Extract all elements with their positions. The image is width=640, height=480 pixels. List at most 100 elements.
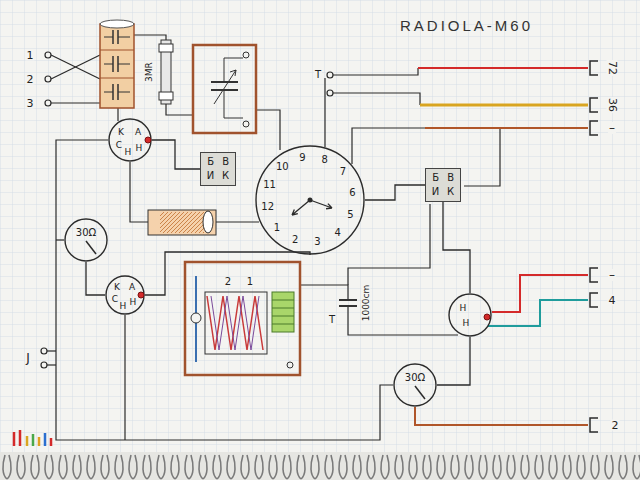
variable-capacitor bbox=[243, 121, 249, 127]
wire bbox=[51, 55, 100, 79]
wire bbox=[47, 364, 56, 365]
socket-pin-letter: C bbox=[116, 141, 122, 150]
wire bbox=[134, 35, 166, 40]
colored-lead bbox=[488, 300, 588, 326]
plug bbox=[590, 61, 598, 75]
terminal bbox=[41, 52, 333, 368]
wire-connection bbox=[443, 202, 470, 293]
colored-lead bbox=[415, 407, 588, 425]
terminal bbox=[327, 72, 333, 78]
switch-position-number: 12 bbox=[261, 202, 274, 212]
tube-socket-outline bbox=[109, 119, 151, 161]
wire bbox=[130, 162, 148, 222]
coil-assembly bbox=[272, 292, 294, 332]
variable-capacitor bbox=[224, 58, 243, 118]
callout-label: 72 bbox=[607, 60, 618, 76]
wire bbox=[124, 315, 125, 440]
color-test-marks bbox=[19, 430, 22, 446]
connector-pin-letter: В bbox=[447, 172, 454, 184]
tube-socket: KACHH bbox=[108, 118, 152, 162]
switch-position-number: 1 bbox=[274, 223, 280, 233]
plug bbox=[590, 61, 598, 432]
connector-block: БВИК bbox=[425, 168, 461, 202]
wire bbox=[348, 204, 430, 285]
diagram-title: RADIOLA-M60 bbox=[400, 18, 533, 33]
callout-label: – bbox=[608, 122, 616, 134]
switch-pointer bbox=[310, 200, 332, 209]
color-test-marks bbox=[44, 433, 47, 446]
connector-pin-letter: В bbox=[222, 156, 229, 168]
switch-position-number: 6 bbox=[349, 188, 355, 198]
plug bbox=[590, 268, 598, 282]
callout-label: 4 bbox=[608, 295, 617, 306]
tuning-coil bbox=[148, 210, 216, 235]
coil-stack bbox=[104, 37, 130, 92]
spiral-binding bbox=[0, 452, 640, 480]
callout-label: 1 bbox=[246, 277, 254, 287]
callout-label: 1000cm bbox=[362, 284, 371, 323]
wire-connection bbox=[365, 185, 425, 200]
switch-position-number: 3 bbox=[314, 237, 320, 247]
wire-connection bbox=[145, 252, 310, 295]
callout-label: – bbox=[608, 269, 616, 281]
terminal bbox=[41, 362, 47, 368]
wire bbox=[51, 102, 100, 103]
coil-assembly bbox=[205, 292, 267, 354]
wire bbox=[56, 239, 64, 240]
wire bbox=[324, 78, 325, 147]
socket-pin-letter: A bbox=[135, 128, 141, 137]
callout-label: 2 bbox=[224, 277, 232, 287]
rheostat-outline bbox=[394, 364, 436, 406]
color-test-marks bbox=[26, 436, 29, 446]
socket-pin-letter: K bbox=[114, 283, 120, 292]
callout-label: 36 bbox=[607, 97, 618, 113]
wire bbox=[333, 93, 420, 105]
wave-switch-outline bbox=[256, 146, 364, 254]
plug bbox=[590, 121, 598, 135]
color-test-marks bbox=[13, 432, 16, 446]
variable-capacitor bbox=[211, 82, 238, 90]
wire bbox=[300, 285, 348, 300]
colored-lead bbox=[425, 127, 588, 129]
wave-switch-outline bbox=[255, 145, 365, 255]
tuning-coil bbox=[203, 211, 213, 233]
wire bbox=[51, 55, 100, 79]
wire bbox=[216, 221, 259, 222]
wire bbox=[56, 140, 393, 440]
spiral-binding bbox=[0, 452, 640, 480]
socket-pin-letter: H bbox=[125, 148, 132, 157]
rheostat-wiper bbox=[415, 386, 425, 399]
connector-block: БВИК bbox=[200, 152, 236, 186]
callout-label: 2 bbox=[611, 420, 620, 431]
color-test-marks bbox=[50, 438, 53, 446]
socket-pin-letter: K bbox=[118, 128, 124, 137]
wave-switch: 123456789101112 bbox=[255, 145, 365, 255]
coil-assembly bbox=[191, 313, 201, 323]
tube-socket-outline bbox=[449, 294, 491, 336]
socket-pin-letter: H bbox=[136, 144, 143, 153]
socket-pin-letter: H bbox=[120, 302, 127, 311]
resistance-value: 30Ω bbox=[405, 373, 425, 383]
tube-socket: HH bbox=[448, 293, 492, 337]
wire bbox=[256, 110, 280, 150]
callout-label: T bbox=[328, 315, 336, 325]
connector-pin-letter: К bbox=[447, 186, 454, 198]
color-test-marks bbox=[32, 434, 35, 446]
terminal bbox=[45, 76, 51, 82]
rheostat-wiper bbox=[86, 241, 96, 254]
colored-lead bbox=[418, 67, 588, 69]
resistor-cylinder bbox=[159, 44, 173, 52]
resistor-cylinder bbox=[159, 92, 173, 100]
fixed-capacitor bbox=[339, 300, 357, 306]
socket-pin-letter: C bbox=[112, 295, 118, 304]
rheostat-outline bbox=[64, 218, 108, 262]
terminal bbox=[45, 52, 51, 58]
coil-stack bbox=[100, 24, 134, 108]
wire bbox=[333, 68, 418, 75]
coil-assembly bbox=[207, 296, 263, 350]
tube-socket-outline bbox=[106, 276, 144, 314]
variable-capacitor bbox=[193, 45, 256, 133]
switch-position-number: 2 bbox=[292, 235, 298, 245]
terminal bbox=[45, 100, 51, 106]
